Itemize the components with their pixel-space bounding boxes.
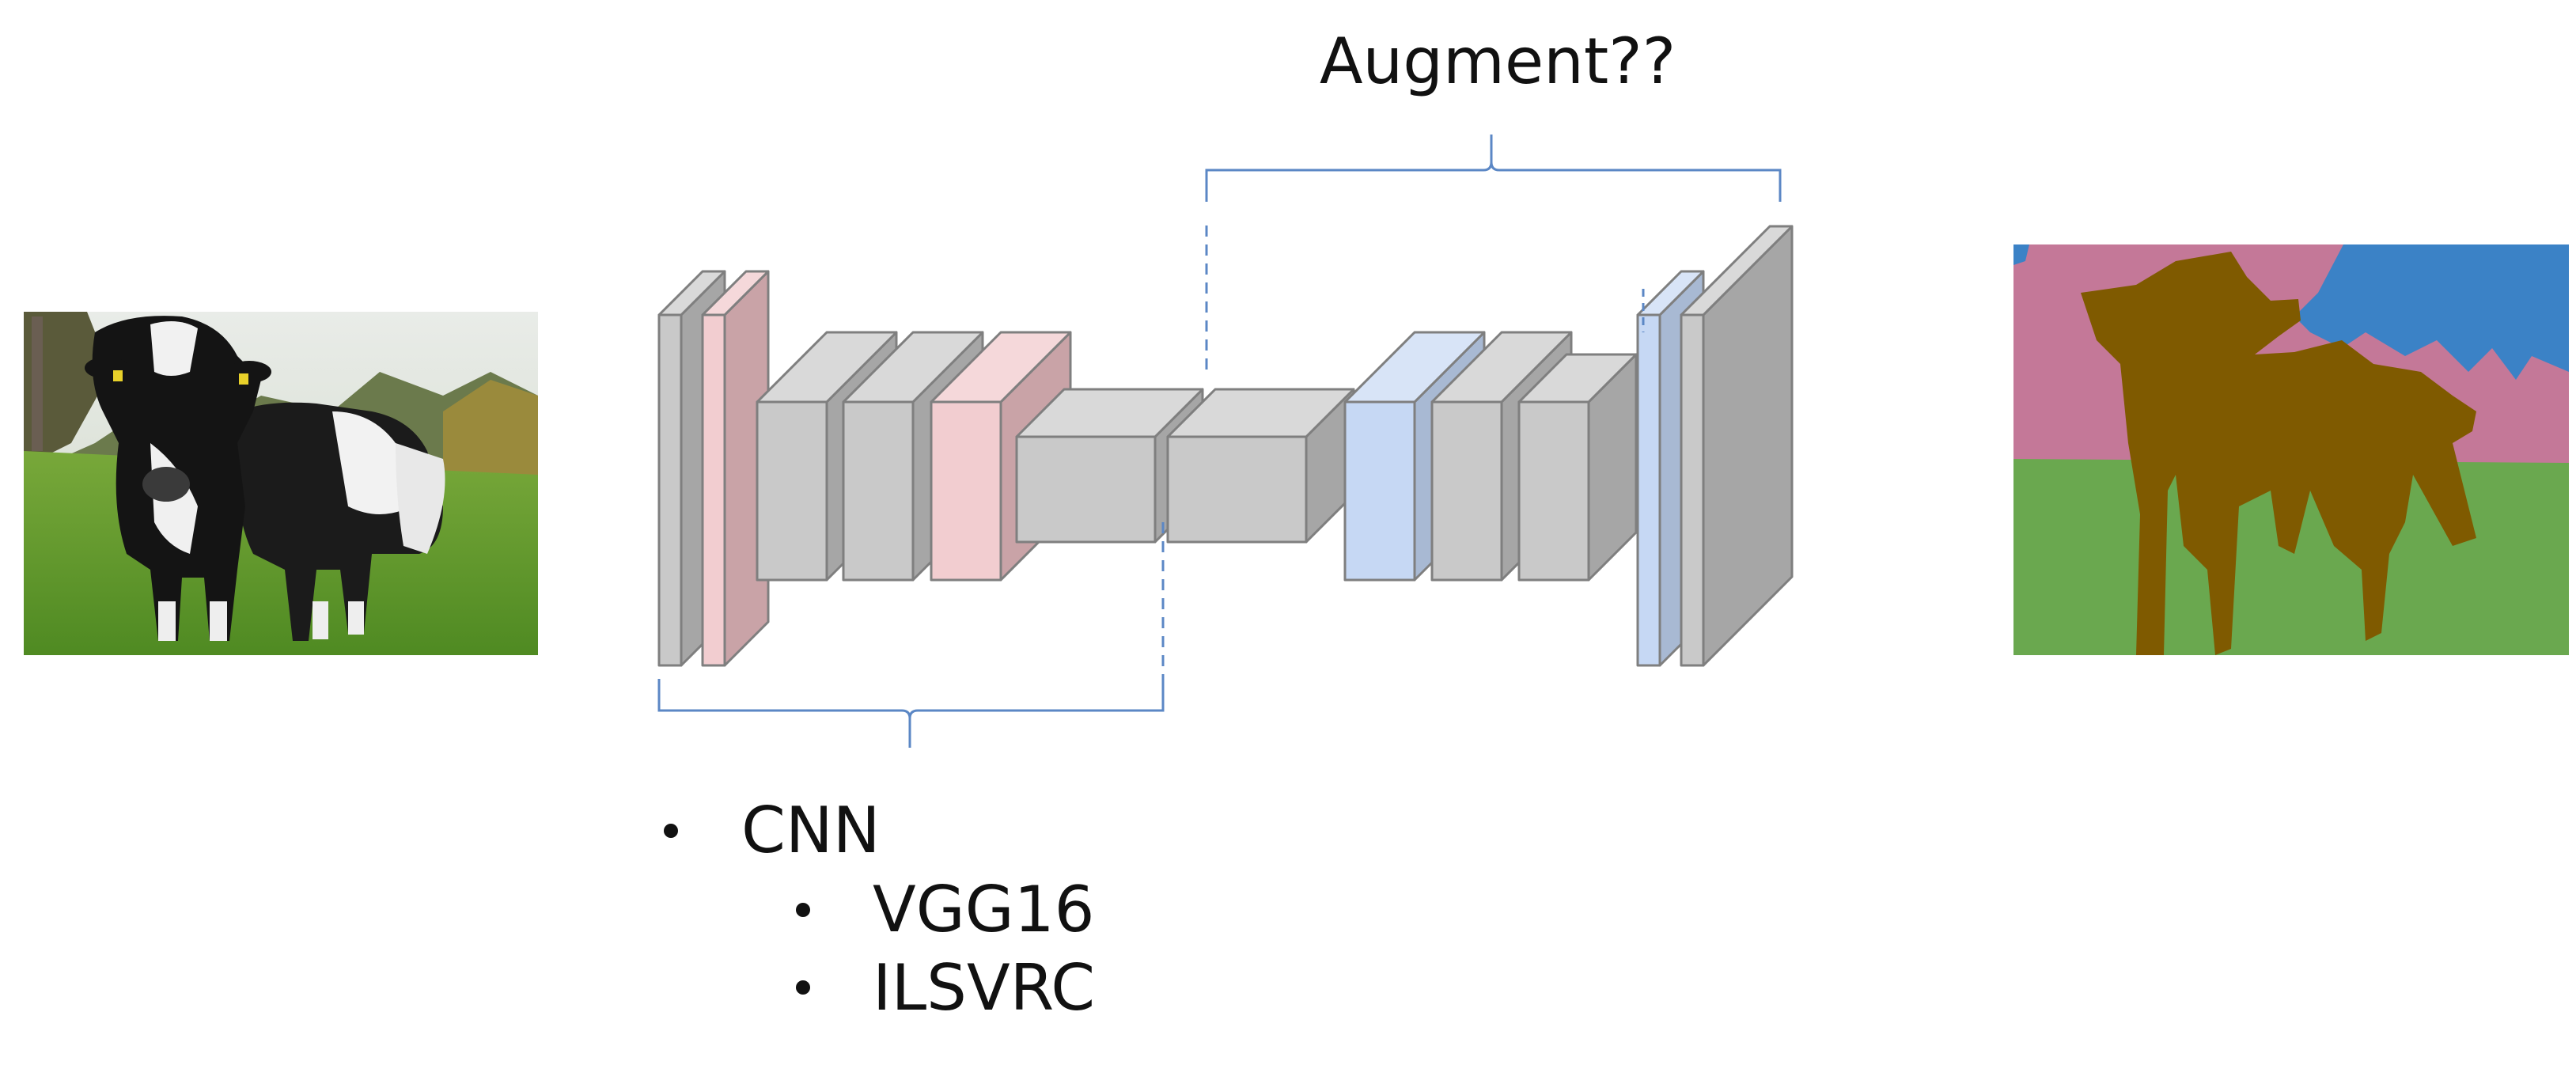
block-front-face [1636,313,1661,667]
block-front-face [1166,435,1308,544]
augment-label: Augment?? [1320,25,1676,98]
block-front-face [701,313,726,667]
bullet-list: CNN VGG16 ILSVRC [664,794,1095,1025]
block-front-face [756,400,828,582]
block-front-face [1680,313,1705,667]
input-photo [24,312,538,655]
bullet-item: ILSVRC [873,951,1095,1025]
layer-block [1517,353,1638,582]
block-front-face [930,400,1002,582]
block-front-face [657,313,683,667]
block-front-face [842,400,915,582]
block-front-face [1517,400,1590,582]
block-front-face [1015,435,1157,544]
segmentation-output [2013,244,2569,655]
bullet-item: VGG16 [873,873,1095,946]
block-front-face [1430,400,1503,582]
bullet-dot [796,980,810,995]
bullet-item: CNN [741,794,881,867]
layer-block [930,331,1072,582]
block-front-face [1343,400,1416,582]
bullet-dot [664,824,678,838]
network-blocks [657,225,1794,667]
decoder-bracket [1205,135,1782,372]
bullet-dot [796,903,810,917]
layer-block [1166,388,1355,544]
encoder-bracket [657,522,1165,748]
layer-block [1680,225,1794,667]
